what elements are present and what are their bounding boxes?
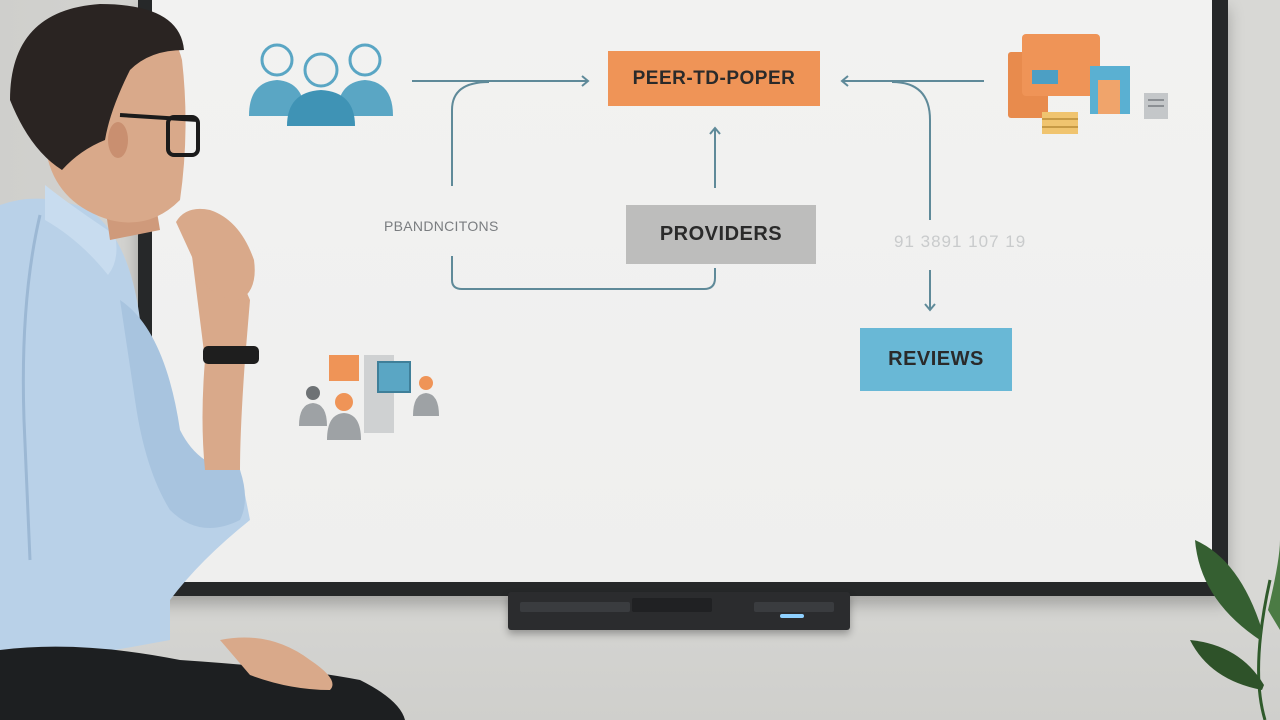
providers-box: PROVIDERS	[626, 205, 816, 264]
transactions-label: PBANDNCITONS	[384, 218, 499, 234]
connector-peer-to-reviews	[891, 81, 931, 220]
connector-transactions-loop	[451, 81, 490, 186]
reviews-box: REVIEWS	[860, 328, 1012, 391]
display-monitor: PEER-TD-POPER PROVIDERS REVIEWS PBANDNCI…	[138, 0, 1228, 596]
people-chat-icon	[299, 355, 439, 440]
providers-label: PROVIDERS	[659, 223, 783, 245]
documents-folder-icon	[1008, 34, 1168, 134]
faded-number-label: 91 3891 107 19	[894, 232, 1027, 251]
peer-to-peer-box: PEER-TD-POPER	[608, 51, 820, 106]
peer-to-peer-label: PEER-TD-POPER	[632, 67, 796, 89]
diagram-connectors	[249, 34, 1168, 440]
people-group-icon	[249, 43, 393, 126]
connector-transactions-bottom	[451, 256, 716, 290]
person-thinking	[0, 4, 405, 720]
plant	[1190, 540, 1280, 720]
whiteboard-screen: PEER-TD-POPER PROVIDERS REVIEWS PBANDNCI…	[152, 0, 1212, 582]
reviews-label: REVIEWS	[888, 348, 984, 370]
soundbar-led	[780, 614, 804, 618]
soundbar	[508, 592, 850, 630]
